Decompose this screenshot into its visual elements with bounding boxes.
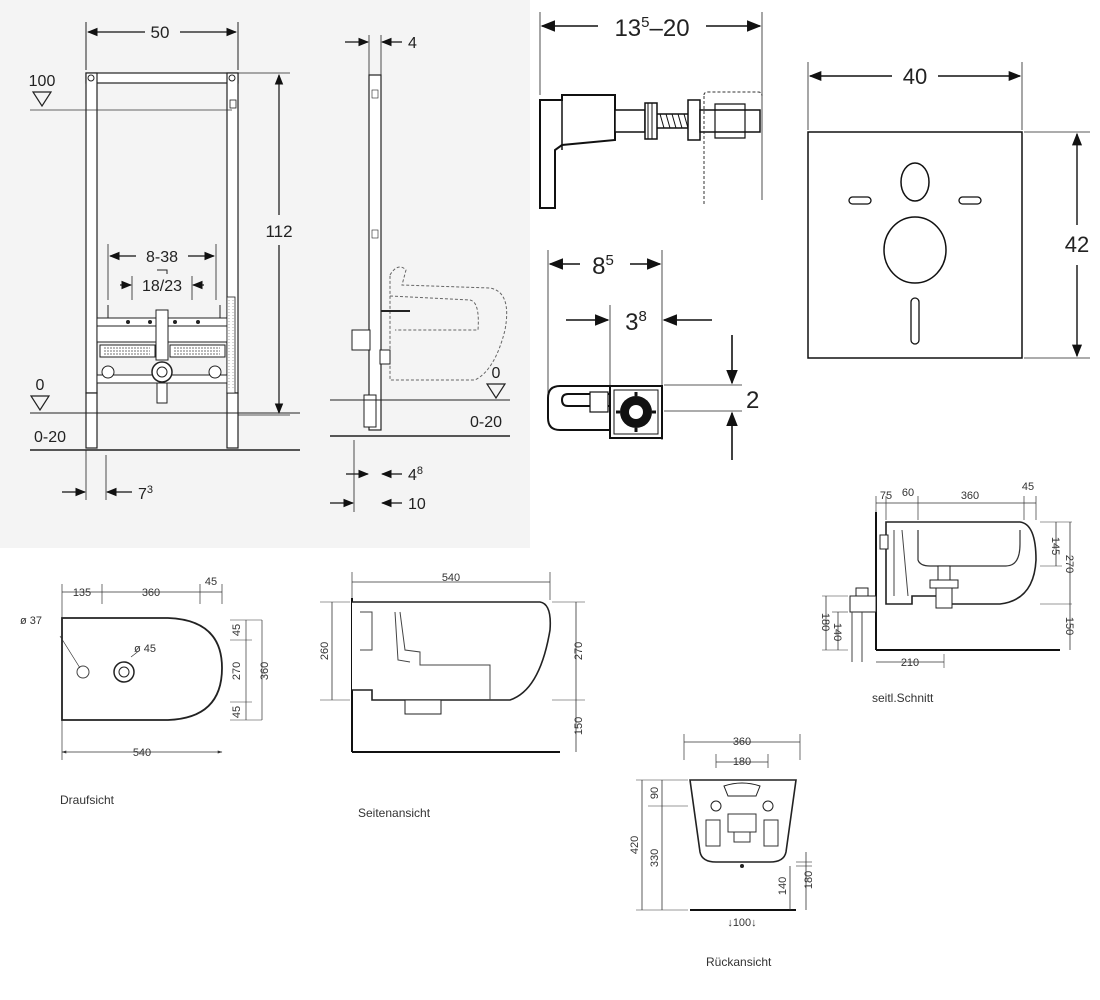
bolt-range-sup: 5	[641, 14, 649, 31]
top-dim-hole: ø 37	[20, 615, 42, 627]
bolt-range-label: 135–20	[614, 14, 689, 42]
bolt-detail: 135–20	[539, 12, 763, 209]
floor-range-label: 0-20	[34, 429, 66, 446]
rear-dim-330: 330	[649, 849, 661, 867]
section-dim-j: 210	[901, 657, 919, 669]
foot-depth-label: 48	[408, 465, 423, 484]
rear-dim-140: 140	[777, 877, 789, 895]
clamp-height-label: 2	[746, 387, 759, 414]
frame-width-label: 50	[151, 23, 170, 42]
foot-offset-label: 73	[138, 484, 153, 503]
side-view: 540 260 270 150 Seitenansicht	[319, 572, 585, 820]
top-dim-a: 135	[73, 587, 91, 599]
top-dim-bowl: ø 45	[134, 643, 156, 655]
rear-dim-inner: 180	[733, 756, 751, 768]
panel-width-label: 40	[903, 64, 927, 89]
clamp-inner-label: 38	[625, 308, 647, 336]
foot-depth-sup: 8	[417, 465, 423, 477]
foot-offset-base: 7	[138, 486, 147, 503]
frame-background	[0, 0, 530, 548]
section-dim-d: 45	[1022, 481, 1034, 493]
rear-dim-top: 360	[733, 736, 751, 748]
side-dim-right: 270	[573, 642, 585, 660]
section-dim-h: 180	[819, 613, 831, 631]
clamp-detail: 85 38 2	[547, 250, 759, 460]
foot-offset-sup: 3	[147, 484, 153, 496]
base-depth-label: 10	[408, 496, 426, 513]
top-dim-total: 540	[133, 747, 151, 759]
panel-detail: 40 42	[807, 62, 1090, 359]
side-dim-left: 260	[319, 642, 331, 660]
connection-spacing-label: 8-38	[146, 249, 178, 266]
bolt-range-end: –20	[650, 15, 690, 42]
clamp-outer-base: 8	[592, 253, 605, 280]
top-dim-c: 45	[205, 576, 217, 588]
section-dim-e: 145	[1049, 537, 1061, 555]
side-floor-range: 0-20	[470, 414, 502, 431]
clamp-outer-label: 85	[592, 252, 614, 280]
section-dim-c: 360	[961, 490, 979, 502]
clamp-inner-sup: 8	[639, 308, 647, 325]
top-level-label: 100	[29, 73, 56, 90]
section-dim-i: 140	[831, 623, 843, 641]
section-dim-f: 270	[1063, 555, 1075, 573]
side-floor-level: 0	[492, 365, 501, 382]
clamp-outer-sup: 5	[606, 252, 614, 269]
section-view: 75 60 360 45 145 270 150 180 140 210	[819, 481, 1075, 705]
floor-level-label: 0	[36, 377, 45, 394]
connection-inner-label: 18/23	[142, 278, 182, 295]
panel-height-label: 42	[1065, 232, 1089, 257]
rear-view-caption: Rückansicht	[706, 955, 772, 969]
top-dim-r4: 45	[231, 706, 243, 718]
section-dim-a: 75	[880, 490, 892, 502]
top-dim-b: 360	[142, 587, 160, 599]
clamp-inner-base: 3	[625, 309, 638, 336]
top-dim-r1: 45	[231, 624, 243, 636]
rear-dim-100: ↓100↓	[727, 917, 756, 929]
top-dim-r3: 360	[259, 662, 271, 680]
top-view-caption: Draufsicht	[60, 793, 115, 807]
side-dim-total: 540	[442, 572, 460, 584]
frame-height-label: 112	[265, 222, 292, 241]
rear-dim-180: 180	[803, 871, 815, 889]
foot-depth-base: 4	[408, 467, 417, 484]
frame-front-view: 50 8-38	[29, 22, 300, 503]
top-dim-r2: 270	[231, 662, 243, 680]
top-view: 135 360 45 ø 37 ø 45 540 45 270 360 45 D…	[20, 576, 271, 807]
bolt-range-base: 13	[614, 15, 641, 42]
side-dim-bottom: 150	[573, 717, 585, 735]
frame-depth-label: 4	[408, 35, 417, 52]
section-view-caption: seitl.Schnitt	[872, 691, 934, 705]
side-view-caption: Seitenansicht	[358, 806, 431, 820]
frame-side-view: 4 0 0-20 48 10	[330, 35, 510, 513]
section-dim-b: 60	[902, 487, 914, 499]
section-dim-g: 150	[1063, 617, 1075, 635]
rear-dim-420: 420	[629, 836, 641, 854]
rear-dim-90: 90	[649, 787, 661, 799]
rear-view: 360 180 90 420 330 140 180 ↓100↓ Rückans…	[629, 734, 815, 969]
